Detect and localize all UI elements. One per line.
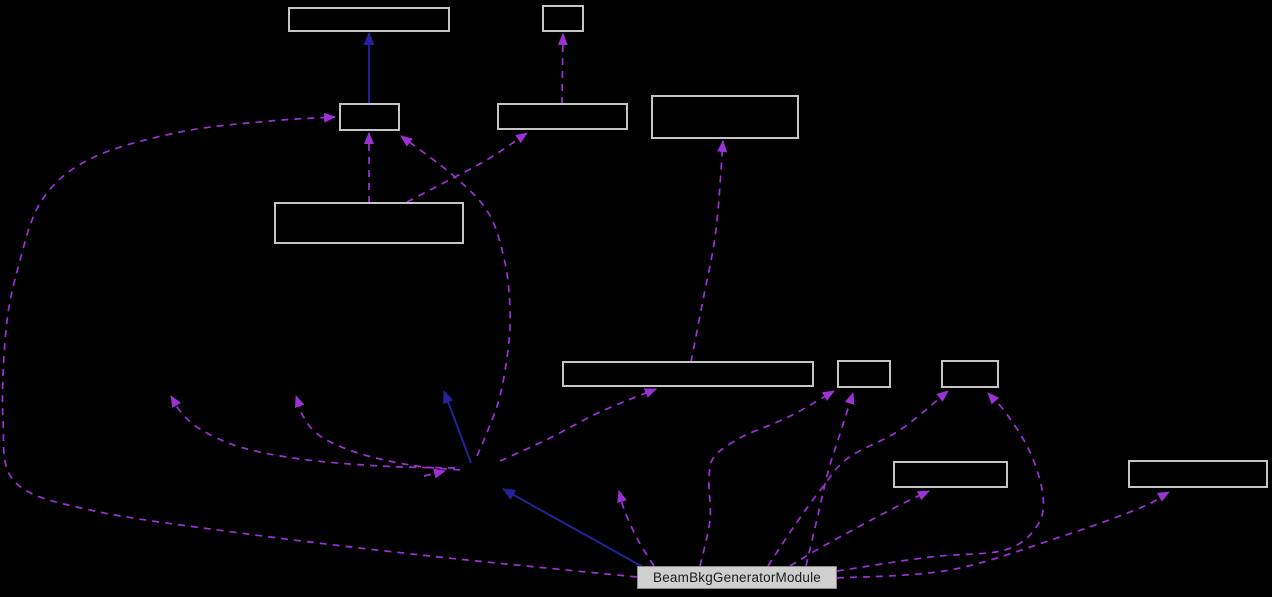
central-node[interactable]: BeamBkgGeneratorModule (637, 566, 837, 589)
edges-layer (1, 32, 1170, 579)
edge-use-stub-to-hidden (423, 468, 446, 479)
edge-use-node-to-lowright (836, 491, 1170, 579)
edge-use-mid-to-topsmall (557, 33, 568, 105)
edge-use-hidden-to-small2 (400, 135, 511, 457)
class-box-top-wide[interactable] (288, 7, 450, 32)
class-box-mid-small-1[interactable] (837, 360, 891, 388)
class-box-low-right[interactable] (1128, 460, 1268, 488)
edge-use-node-to-air3 (617, 490, 655, 567)
edge-inherit-hidden-up (443, 390, 472, 464)
edge-use-hidden-to-air1 (170, 395, 456, 469)
edge-use-node-to-small2a (767, 390, 949, 567)
edge-use-node-to-small2b (836, 392, 1045, 572)
class-box-low-left[interactable] (893, 461, 1008, 488)
class-box-mid-small-2[interactable] (941, 360, 999, 388)
edge-use-hidden-to-wide (499, 388, 657, 462)
class-box-row2-mid[interactable] (497, 103, 628, 130)
class-box-row2-small[interactable] (339, 103, 400, 131)
edge-use-node-to-small1b (805, 392, 855, 567)
class-box-row3-tall[interactable] (274, 202, 464, 244)
class-box-row2-tall[interactable] (651, 95, 799, 139)
edge-use-hidden-to-air2 (295, 395, 461, 471)
edge-use-node-to-small1a (699, 390, 835, 567)
boxes-layer (274, 5, 1268, 488)
edge-use-node-left-sweep (1, 112, 638, 578)
edge-use-node-to-lowleft (789, 490, 930, 567)
edge-use-wide-to-tall2 (690, 140, 728, 363)
class-box-mid-wide[interactable] (562, 361, 814, 387)
class-box-top-small[interactable] (542, 5, 584, 32)
edge-inherit-node-to-hidden (502, 488, 644, 568)
edge-use-tall3-to-mid2 (406, 132, 528, 203)
